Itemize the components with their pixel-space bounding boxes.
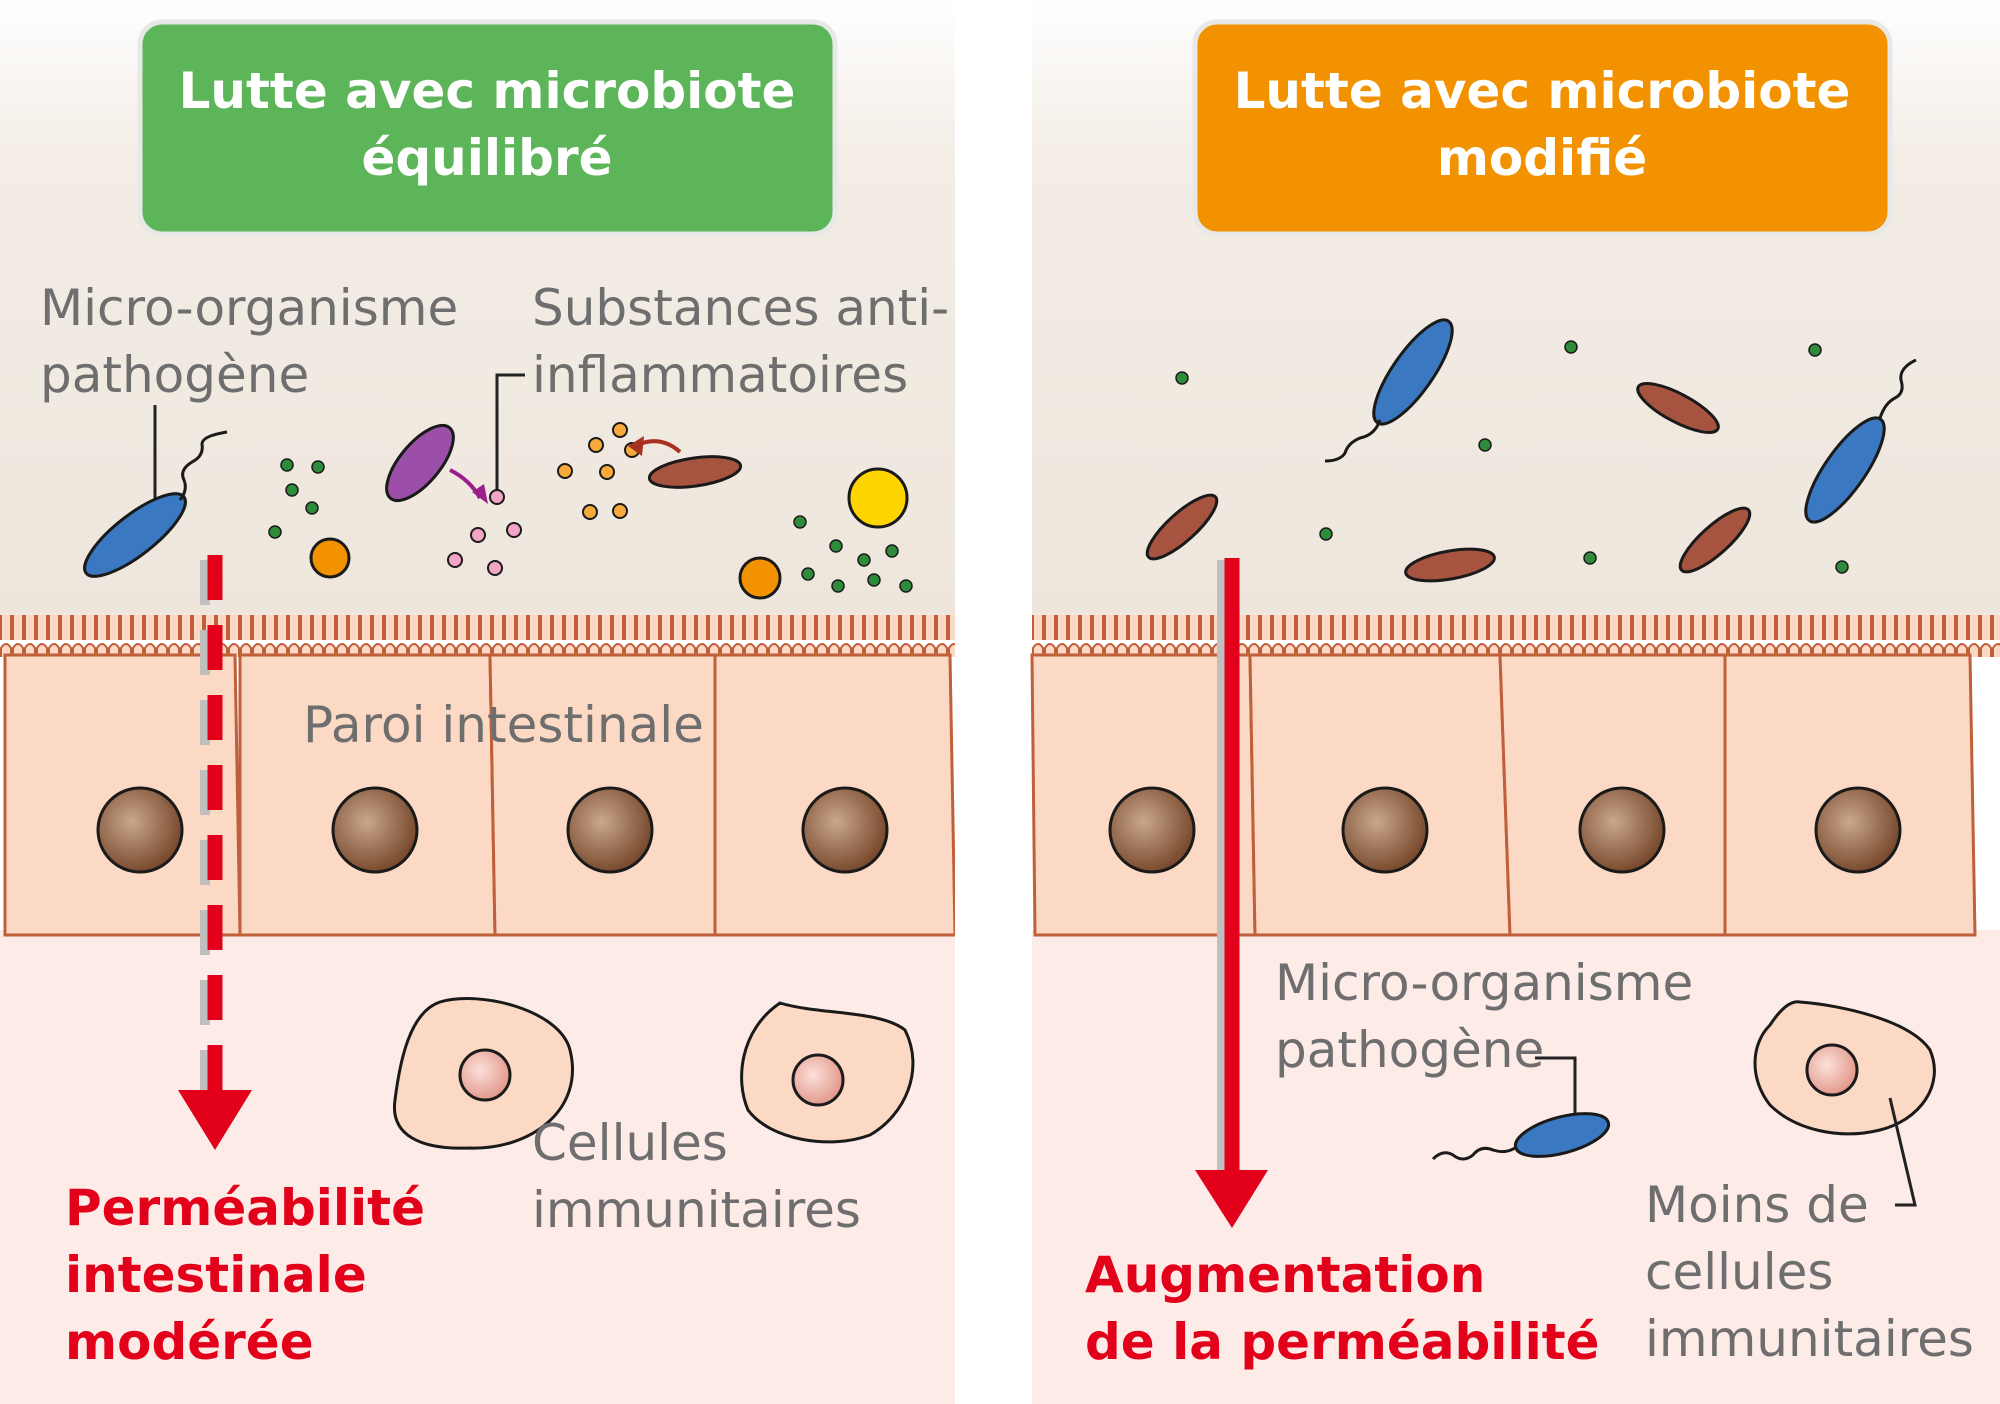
- right-result-line2: de la perméabilité: [1085, 1313, 1600, 1371]
- right-nuclei: [1108, 786, 1902, 874]
- pathogen-bacterium-icon-right-1: [1324, 318, 1454, 463]
- right-villi: [1032, 615, 2000, 657]
- right-title-line1: Lutte avec microbiote: [1234, 62, 1851, 120]
- immune-cells-label-line2: immunitaires: [532, 1181, 861, 1239]
- right-pathogen-label-line1: Micro-organisme: [1275, 954, 1693, 1012]
- right-panel: Lutte avec microbiote modifié: [1030, 0, 2000, 1404]
- pathogen-bacterium-icon-right-2: [1804, 358, 1917, 524]
- left-result-line1: Perméabilité: [65, 1179, 425, 1237]
- orange-cell-icon-2: [738, 556, 782, 600]
- substances-label-line1: Substances anti-: [532, 279, 949, 337]
- left-pathogen-label-line1: Micro-organisme: [40, 279, 458, 337]
- left-title-line1: Lutte avec microbiote: [179, 62, 796, 120]
- right-pathogen-label-line2: pathogène: [1275, 1021, 1544, 1079]
- moderate-permeability-arrow: [178, 555, 252, 1150]
- immune-cells-label-line1: Cellules: [532, 1114, 728, 1172]
- left-pathogen-label-line2: pathogène: [40, 346, 309, 404]
- right-immune-leader-line: [1888, 1097, 1917, 1207]
- orange-cell-icon: [309, 537, 351, 579]
- right-result-line1: Augmentation: [1085, 1246, 1485, 1304]
- green-dots-scattered: [1175, 340, 1849, 574]
- left-title-line2: équilibré: [361, 129, 612, 187]
- left-villi: [0, 615, 955, 657]
- left-panel: Lutte avec microbiote équilibré Micro-or…: [0, 0, 957, 1404]
- brown-bacterium-icon: [647, 455, 743, 489]
- panel-divider: [955, 0, 1032, 1404]
- right-pathogen-leader-line: [1535, 1056, 1577, 1120]
- left-nuclei: [96, 786, 889, 874]
- immune-cell-icon-2: [740, 1001, 915, 1144]
- pink-dots-cluster: [447, 489, 522, 576]
- purple-bacterium-icon: [385, 423, 455, 503]
- orange-dots-cluster: [557, 422, 640, 520]
- right-title-line2: modifié: [1437, 129, 1647, 187]
- intestinal-wall-label: Paroi intestinale: [303, 696, 704, 754]
- pathogen-bacterium-icon-right-3: [1431, 1112, 1611, 1161]
- increased-permeability-arrow: [1195, 558, 1268, 1228]
- right-immune-label-line2: cellules: [1645, 1243, 1833, 1301]
- purple-arrow-head-icon: [472, 484, 488, 504]
- right-immune-label-line1: Moins de: [1645, 1176, 1869, 1234]
- red-small-arrow-head-icon: [628, 436, 644, 456]
- yellow-cell-icon: [847, 467, 909, 529]
- green-dots-cluster: [268, 458, 325, 539]
- left-result-line2: intestinale: [65, 1246, 367, 1304]
- substances-label-line2: inflammatoires: [532, 346, 908, 404]
- pathogen-bacterium-icon: [83, 430, 228, 578]
- left-result-line3: modérée: [65, 1313, 314, 1371]
- substances-leader-line: [495, 373, 525, 490]
- right-immune-label-line3: immunitaires: [1645, 1310, 1974, 1368]
- brown-bacteria-group: [1145, 382, 1752, 583]
- right-title-box: [1192, 19, 1893, 237]
- left-title-box: [137, 19, 838, 237]
- green-dots-cluster-2: [793, 515, 913, 593]
- immune-cell-icon: [392, 997, 574, 1150]
